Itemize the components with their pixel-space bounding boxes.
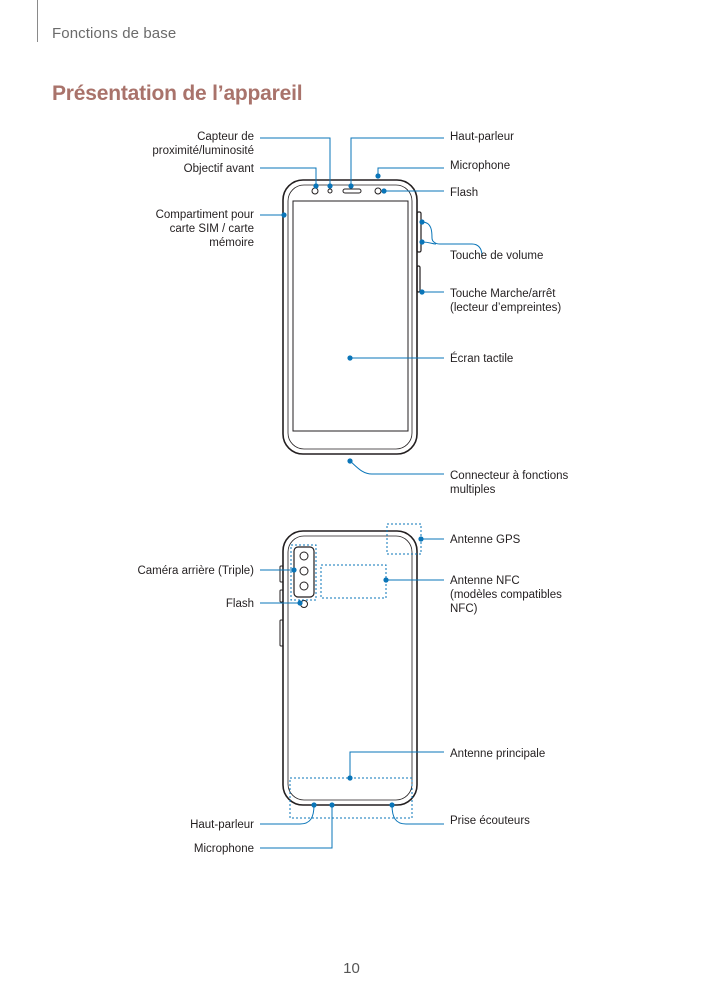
label-headset-jack: Prise écouteurs bbox=[450, 815, 530, 827]
label-speaker: Haut-parleur bbox=[190, 819, 254, 831]
back-cells bbox=[289, 523, 422, 819]
label-gps-antenna: Antenne GPS bbox=[450, 534, 521, 546]
page-title: Présentation de l’appareil bbox=[52, 82, 303, 105]
label-main-antenna: Antenne principale bbox=[450, 748, 546, 760]
page-number: 10 bbox=[343, 960, 360, 977]
label-nfc-antenna: Antenne NFC (modèles compatibles NFC) bbox=[450, 575, 562, 615]
label-power-key: Touche Marche/arrêt (lecteur d’empreinte… bbox=[450, 288, 562, 314]
front-callout-dots bbox=[281, 173, 425, 464]
label-rear-flash: Flash bbox=[225, 598, 254, 610]
header-rule bbox=[37, 0, 38, 42]
label-volume-key: Touche de volume bbox=[450, 250, 544, 262]
back-phone bbox=[279, 530, 418, 806]
label-multipurpose-jack: Connecteur à fonctions multiples bbox=[450, 470, 569, 496]
label-touchscreen: Écran tactile bbox=[450, 353, 514, 365]
label-proximity-sensor: Capteur de proximité/luminosité bbox=[152, 131, 254, 157]
back-callout-dots bbox=[291, 536, 424, 808]
front-phone bbox=[282, 179, 422, 455]
label-rear-camera: Caméra arrière (Triple) bbox=[137, 565, 254, 577]
section-header: Fonctions de base bbox=[52, 25, 177, 42]
label-front-microphone: Microphone bbox=[450, 160, 511, 172]
label-earpiece: Haut-parleur bbox=[450, 131, 514, 143]
label-sim-tray: Compartiment pour carte SIM / carte mémo… bbox=[155, 209, 254, 249]
label-back-microphone: Microphone bbox=[193, 843, 254, 855]
label-front-camera: Objectif avant bbox=[183, 163, 254, 175]
back-callouts bbox=[260, 538, 444, 849]
label-front-flash: Flash bbox=[450, 187, 479, 199]
